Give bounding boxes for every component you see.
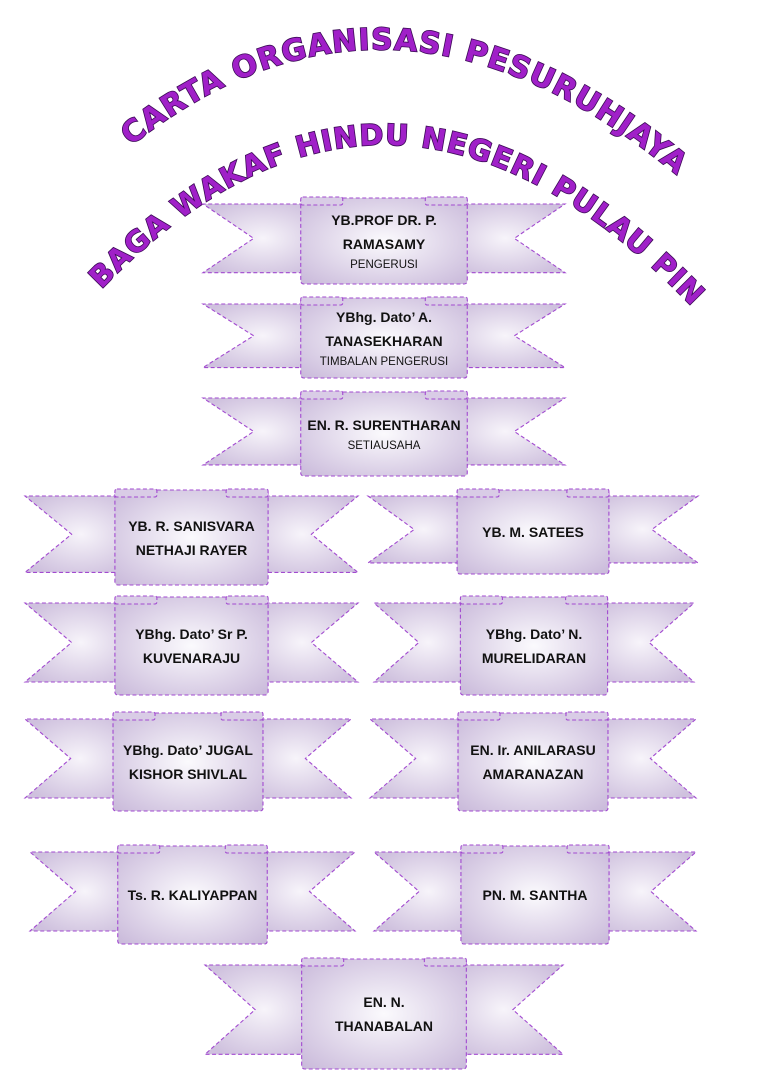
member-text: PN. M. SANTHA	[374, 849, 696, 941]
ribbon-shape	[203, 957, 565, 1070]
ribbon-shape	[201, 296, 567, 379]
ribbon-shape	[23, 595, 360, 696]
member-name: Ts. R. KALIYAPPAN	[127, 887, 258, 903]
member-name: KISHOR SHIVLAL	[128, 766, 248, 782]
member-banner: YB. M. SATEES	[366, 488, 700, 575]
member-text: YBhg. Dato’ N. MURELIDARAN	[374, 600, 694, 692]
member-text: YB.PROF DR. P. RAMASAMY PENGERUSI	[203, 201, 565, 281]
member-name: YBhg. Dato’ Sr P.	[135, 626, 248, 642]
member-role: SETIAUSAHA	[347, 440, 421, 452]
member-name: MURELIDARAN	[481, 650, 587, 666]
chart-title-arc: CARTA ORGANISASI PESURUHJAYA LEMBAGA WAK…	[0, 0, 712, 313]
member-name: YB.PROF DR. P.	[331, 212, 437, 228]
member-banner: YB.PROF DR. P. RAMASAMY PENGERUSI	[201, 196, 567, 285]
member-text: YB. R. SANISVARA NETHAJI RAYER	[25, 493, 358, 582]
member-name: AMARANAZAN	[482, 766, 584, 782]
ribbon-shape	[366, 488, 700, 575]
member-text: YBhg. Dato’ A. TANASEKHARAN TIMBALAN PENGE…	[203, 301, 565, 375]
member-name: EN. Ir. ANILARASU	[470, 742, 596, 758]
member-name: KUVENARAJU	[142, 650, 241, 666]
member-name: EN. N.	[363, 994, 405, 1010]
ribbon-shape	[28, 844, 357, 945]
member-name: YB. R. SANISVARA	[128, 517, 255, 534]
ribbon-shape	[372, 844, 698, 945]
ribbon-shape	[201, 390, 567, 477]
member-text: EN. Ir. ANILARASU AMARANAZAN	[370, 716, 696, 808]
member-banner: YB. R. SANISVARA NETHAJI RAYER	[23, 488, 360, 586]
member-name: NETHAJI RAYER	[135, 541, 248, 558]
member-text: YB. M. SATEES	[368, 493, 698, 571]
member-text: YBhg. Dato’ Sr P. KUVENARAJU	[25, 600, 358, 692]
ribbon-shape	[23, 488, 360, 586]
ribbon-shape	[368, 711, 698, 812]
member-text: EN. R. SURENTHARAN SETIAUSAHA	[203, 395, 565, 473]
member-role: PENGERUSI	[350, 259, 418, 271]
ribbon-shape	[372, 595, 696, 696]
member-name: TANASEKHARAN	[325, 333, 443, 349]
member-banner: Ts. R. KALIYAPPAN	[28, 844, 357, 945]
member-name: EN. R. SURENTHARAN	[307, 417, 461, 433]
ribbon-shape	[201, 196, 567, 285]
title-line-1: CARTA ORGANISASI PESURUHJAYA	[114, 22, 694, 181]
member-banner: YBhg. Dato’ N. MURELIDARAN	[372, 595, 696, 696]
member-banner: PN. M. SANTHA	[372, 844, 698, 945]
member-banner: YBhg. Dato’ JUGAL KISHOR SHIVLAL	[23, 711, 353, 812]
member-name: RAMASAMY	[342, 236, 426, 252]
member-text: YBhg. Dato’ JUGAL KISHOR SHIVLAL	[25, 716, 351, 808]
member-banner: YBhg. Dato’ A. TANASEKHARAN TIMBALAN PENGE…	[201, 296, 567, 379]
member-name: THANABALAN	[335, 1018, 433, 1034]
member-text: EN. N. THANABALAN	[205, 962, 563, 1066]
member-banner: EN. Ir. ANILARASU AMARANAZAN	[368, 711, 698, 812]
member-name: YB. M. SATEES	[482, 524, 584, 540]
member-name: PN. M. SANTHA	[482, 887, 588, 903]
member-name: YBhg. Dato’ JUGAL	[123, 742, 253, 758]
member-banner: EN. R. SURENTHARAN SETIAUSAHA	[201, 390, 567, 477]
member-name: YBhg. Dato’ N.	[485, 626, 583, 642]
member-role: TIMBALAN PENGERUSI	[319, 356, 449, 368]
member-text: Ts. R. KALIYAPPAN	[30, 849, 355, 941]
ribbon-shape	[23, 711, 353, 812]
member-name: YBhg. Dato’ A.	[336, 309, 432, 325]
member-banner: YBhg. Dato’ Sr P. KUVENARAJU	[23, 595, 360, 696]
member-banner: EN. N. THANABALAN	[203, 957, 565, 1070]
